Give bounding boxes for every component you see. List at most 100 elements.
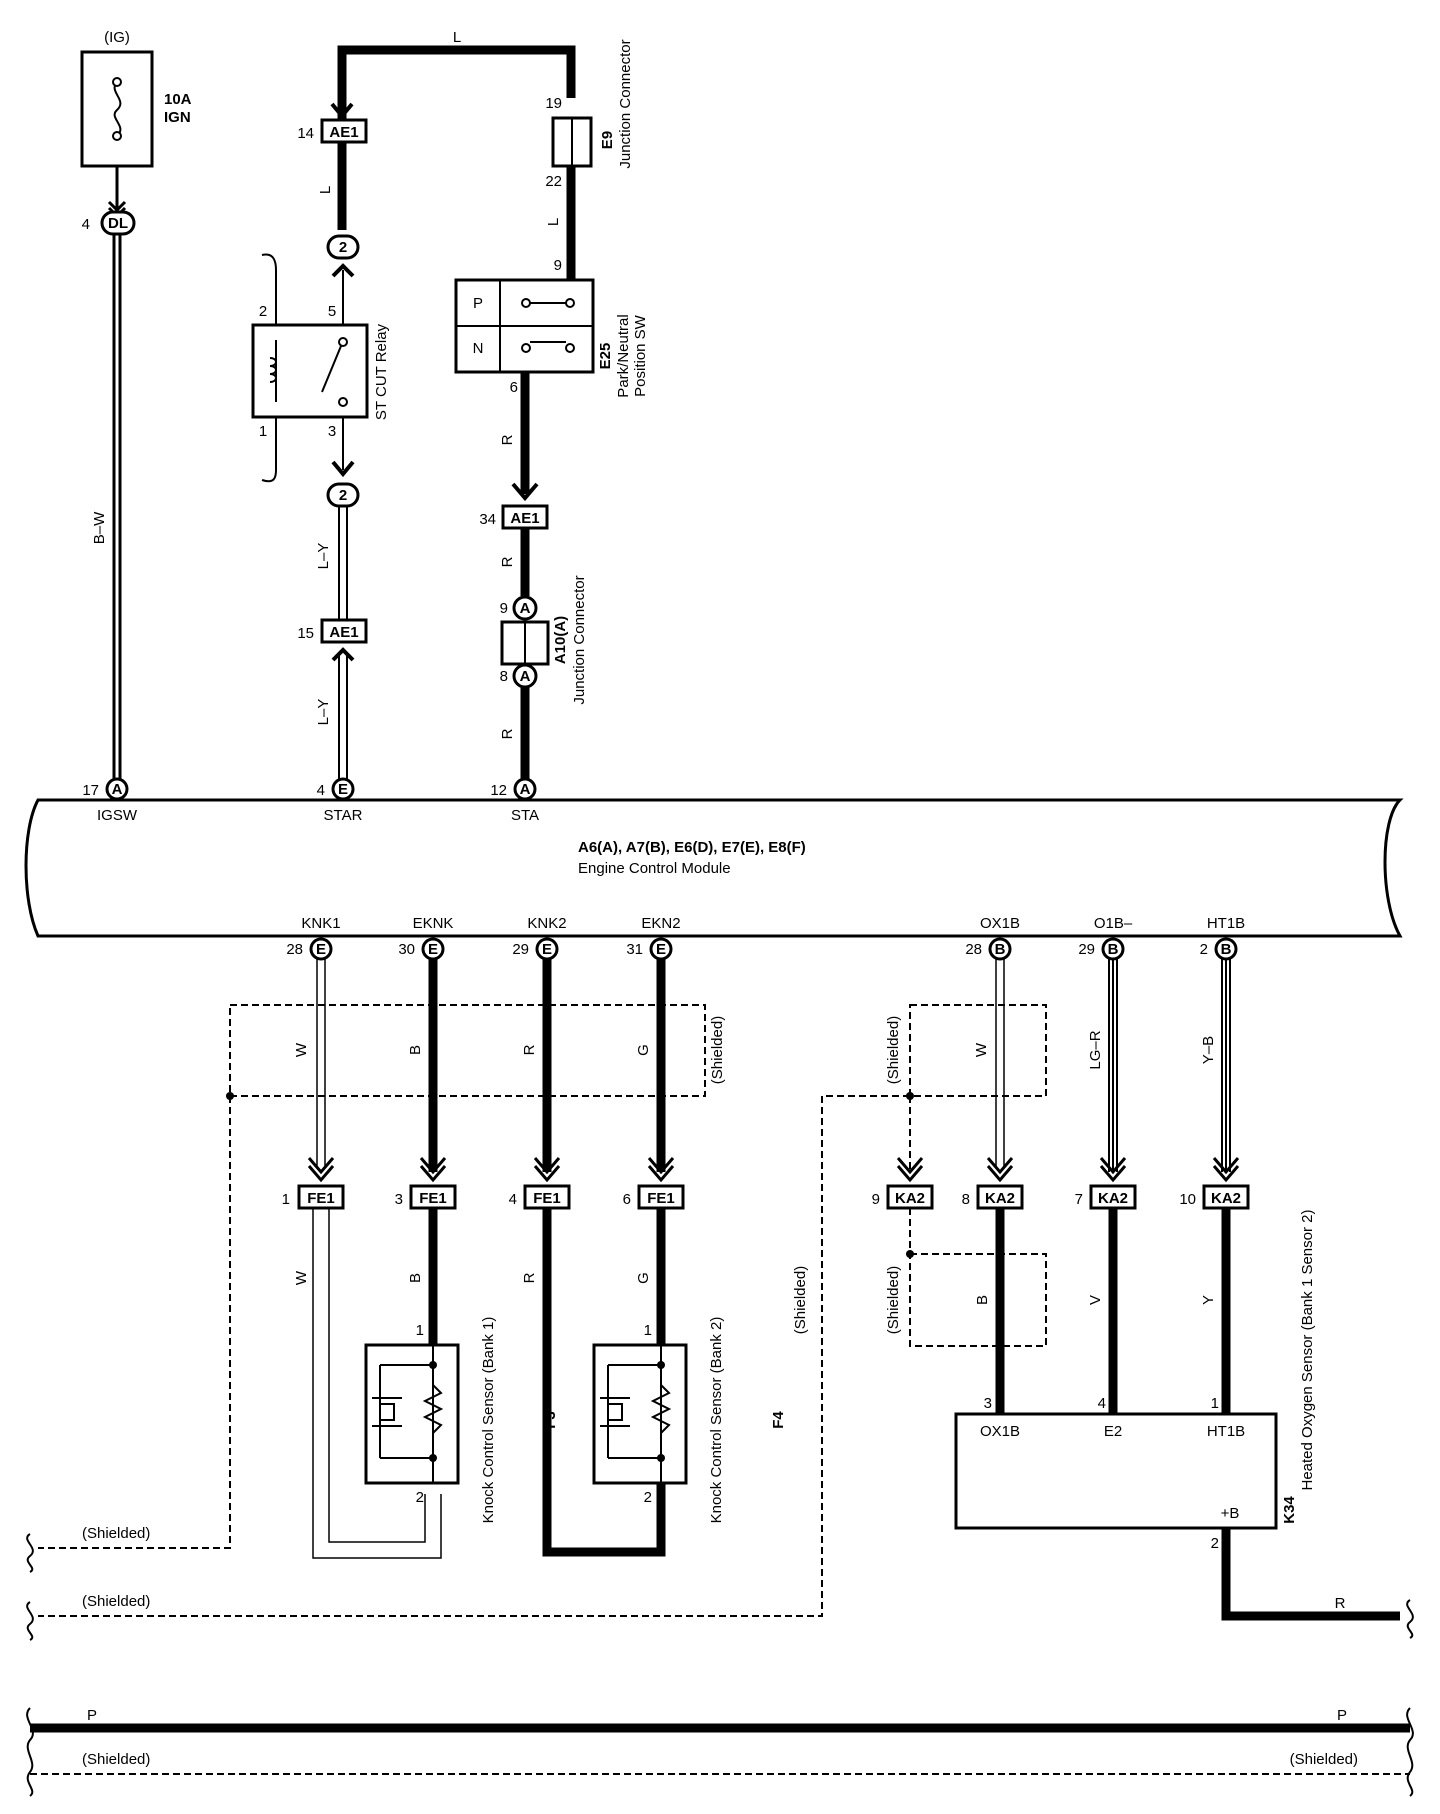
svg-text:KNK1: KNK1 [301,915,340,932]
svg-text:L–Y: L–Y [315,543,332,570]
svg-text:K34: K34 [1281,1496,1298,1524]
wire-w-loop [312,1208,442,1559]
svg-text:N: N [473,340,484,357]
svg-text:E25: E25 [597,343,614,370]
ecm-terminals-bottom: E28 E30 E29 E31 B28 B29 B2 [286,937,1238,961]
wire-o1b-lgr [1108,959,1118,1172]
resistor-icon [650,1384,672,1434]
svg-text:EKN2: EKN2 [641,915,680,932]
svg-text:FE1: FE1 [419,1190,447,1207]
svg-text:(Shielded): (Shielded) [82,1751,150,1768]
svg-text:IGSW: IGSW [97,807,138,824]
connector-2-lower: 2 [326,482,360,508]
svg-text:EKNK: EKNK [413,915,454,932]
svg-text:F4: F4 [770,1411,787,1429]
svg-text:B: B [407,1273,424,1283]
svg-text:G: G [635,1272,652,1284]
svg-text:KA2: KA2 [895,1190,925,1207]
svg-text:4: 4 [509,1191,517,1208]
svg-text:R: R [499,434,516,445]
svg-text:R: R [499,556,516,567]
svg-text:F3: F3 [542,1411,559,1429]
svg-text:KA2: KA2 [1211,1190,1241,1207]
wire-label-l-top: L [453,29,461,46]
svg-text:5: 5 [328,303,336,320]
svg-text:Junction Connector: Junction Connector [571,575,588,704]
relay-coil-icon [269,357,277,383]
wire-ly-upper [338,506,348,628]
svg-text:E: E [428,941,438,958]
svg-text:Park/Neutral: Park/Neutral [615,314,632,397]
svg-text:W: W [973,1042,990,1057]
svg-text:2: 2 [1211,1535,1219,1552]
svg-text:29: 29 [1078,941,1095,958]
svg-text:A10(A): A10(A) [552,616,569,664]
connector-ae1-34: AE1 34 [479,504,549,530]
svg-text:Heated Oxygen Sensor (Bank 1 S: Heated Oxygen Sensor (Bank 1 Sensor 2) [1299,1210,1316,1491]
svg-text:Knock Control Sensor (Bank 1): Knock Control Sensor (Bank 1) [480,1317,497,1524]
wire-bw: B–W [91,166,127,780]
svg-text:Position SW: Position SW [632,314,649,397]
svg-text:1: 1 [1211,1395,1219,1412]
svg-text:1: 1 [644,1322,652,1339]
svg-text:O1B–: O1B– [1094,915,1133,932]
svg-text:3: 3 [984,1395,992,1412]
junction-e9: 19 22 E9 Junction Connector [545,39,634,190]
svg-text:10: 10 [1179,1191,1196,1208]
connector-dl: DL 4 [82,210,136,236]
svg-text:STA: STA [511,807,539,824]
relay-label: ST CUT Relay [373,323,390,420]
svg-text:E9: E9 [599,131,616,149]
svg-text:G: G [635,1044,652,1056]
svg-text:W: W [293,1042,310,1057]
svg-text:30: 30 [398,941,415,958]
svg-text:E: E [316,941,326,958]
svg-text:(Shielded): (Shielded) [885,1016,902,1084]
junction-a10: A 9 A 8 A10(A) Junction Connector [500,575,588,704]
wire-plusb-r [1221,1528,1400,1621]
svg-text:17: 17 [82,782,99,799]
svg-text:R: R [1335,1595,1346,1612]
svg-text:31: 31 [626,941,643,958]
svg-text:3: 3 [395,1191,403,1208]
ecm-terminal-star: E 4 STAR [317,777,363,824]
svg-text:L: L [317,186,334,194]
svg-text:8: 8 [962,1191,970,1208]
svg-text:L–Y: L–Y [315,699,332,726]
svg-text:4: 4 [82,216,90,233]
svg-text:14: 14 [297,125,314,142]
svg-text:2: 2 [339,487,347,504]
svg-text:Knock Control Sensor (Bank 2): Knock Control Sensor (Bank 2) [708,1317,725,1524]
wire-ly-lower [338,654,348,780]
svg-text:KA2: KA2 [1098,1190,1128,1207]
svg-text:P: P [473,295,483,312]
svg-text:E: E [338,781,348,798]
svg-text:Y–B: Y–B [1200,1036,1217,1064]
svg-text:AE1: AE1 [329,624,358,641]
relay-switch-icon [321,345,342,393]
park-neutral-switch: P N E25 Park/Neutral Position SW [454,278,649,398]
svg-text:2: 2 [1200,941,1208,958]
svg-text:6: 6 [510,379,518,396]
svg-text:(Shielded): (Shielded) [885,1266,902,1334]
fuse-name: IGN [164,109,191,126]
svg-text:3: 3 [328,423,336,440]
ecm-connectors: A6(A), A7(B), E6(D), E7(E), E8(F) [578,839,806,856]
svg-text:8: 8 [500,668,508,685]
svg-text:7: 7 [1075,1191,1083,1208]
svg-text:B: B [974,1295,991,1305]
svg-text:4: 4 [317,782,325,799]
svg-text:P: P [87,1707,97,1724]
svg-text:(Shielded): (Shielded) [709,1016,726,1084]
svg-text:(Shielded): (Shielded) [792,1266,809,1334]
st-cut-relay: 2 5 1 3 ST CUT Relay [251,253,390,483]
svg-text:AE1: AE1 [329,124,358,141]
svg-text:B: B [1221,941,1232,958]
svg-text:E: E [656,941,666,958]
svg-text:A: A [112,781,123,798]
svg-text:2: 2 [339,239,347,256]
svg-text:R: R [521,1272,538,1283]
